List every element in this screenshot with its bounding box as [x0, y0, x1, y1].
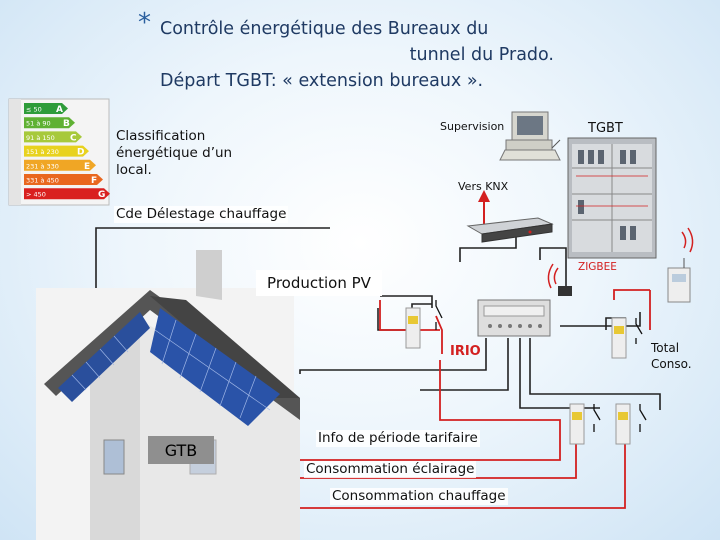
conso-eclairage-label: Consommation éclairage — [304, 461, 476, 478]
cde-delestage-label: Cde Délestage chauffage — [114, 206, 288, 223]
svg-text:231 à 330: 231 à 330 — [26, 162, 59, 170]
zigbee-module-icon — [558, 286, 572, 296]
svg-text:331 à 450: 331 à 450 — [26, 177, 59, 185]
din-meter-heating — [616, 404, 630, 444]
energy-class-e: 231 à 330 E — [24, 160, 96, 172]
knx-arrow — [478, 190, 490, 226]
vers-knx-label: Vers KNX — [458, 180, 508, 193]
svg-text:D: D — [77, 148, 84, 158]
energy-class-b: 51 à 90 B — [24, 117, 75, 129]
tgbt-cabinet-icon — [568, 138, 656, 258]
svg-text:151 à 230: 151 à 230 — [26, 148, 59, 156]
tgbt-label: TGBT — [588, 120, 623, 137]
irio-controller-icon — [478, 300, 550, 336]
svg-text:A: A — [56, 105, 63, 115]
supervision-label: Supervision — [440, 120, 504, 133]
svg-text:E: E — [84, 162, 90, 172]
svg-text:B: B — [63, 119, 70, 129]
energy-class-g: > 450 G — [24, 188, 110, 200]
knx-gateway-icon — [468, 218, 552, 242]
svg-text:F: F — [91, 176, 97, 186]
zigbee-label: ZIGBEE — [578, 261, 617, 273]
svg-text:≤ 50: ≤ 50 — [26, 106, 42, 114]
energy-class-f: 331 à 450 F — [24, 174, 103, 186]
classification-label: Classification énergétique d’un local. — [116, 128, 246, 179]
energy-class-d: 151 à 230 D — [24, 146, 89, 158]
irio-label: IRIO — [450, 344, 481, 359]
svg-text:C: C — [70, 133, 77, 143]
energy-class-a: ≤ 50 A — [24, 103, 68, 115]
svg-text:G: G — [98, 190, 105, 200]
svg-text:51 à 90: 51 à 90 — [26, 120, 51, 128]
conso-chauffage-label: Consommation chauffage — [330, 488, 508, 505]
gtb-label: GTB — [148, 436, 214, 464]
svg-text:91 à 150: 91 à 150 — [26, 134, 55, 142]
din-meter-pv — [406, 308, 420, 348]
total-conso-label: Total Conso. — [651, 340, 701, 372]
energy-class-label: ≤ 50 A 51 à 90 B 91 à 150 C 151 à 230 D 231 à 33… — [9, 99, 110, 205]
svg-text:> 450: > 450 — [26, 191, 46, 199]
din-meter-total — [612, 318, 626, 358]
wireless-meter-icon — [668, 258, 690, 302]
energy-class-c: 91 à 150 C — [24, 131, 82, 143]
supervision-computer-icon — [500, 112, 560, 160]
info-tarif-label: Info de période tarifaire — [316, 430, 480, 447]
din-meter-lighting — [570, 404, 584, 444]
production-pv-label: Production PV — [256, 270, 382, 296]
